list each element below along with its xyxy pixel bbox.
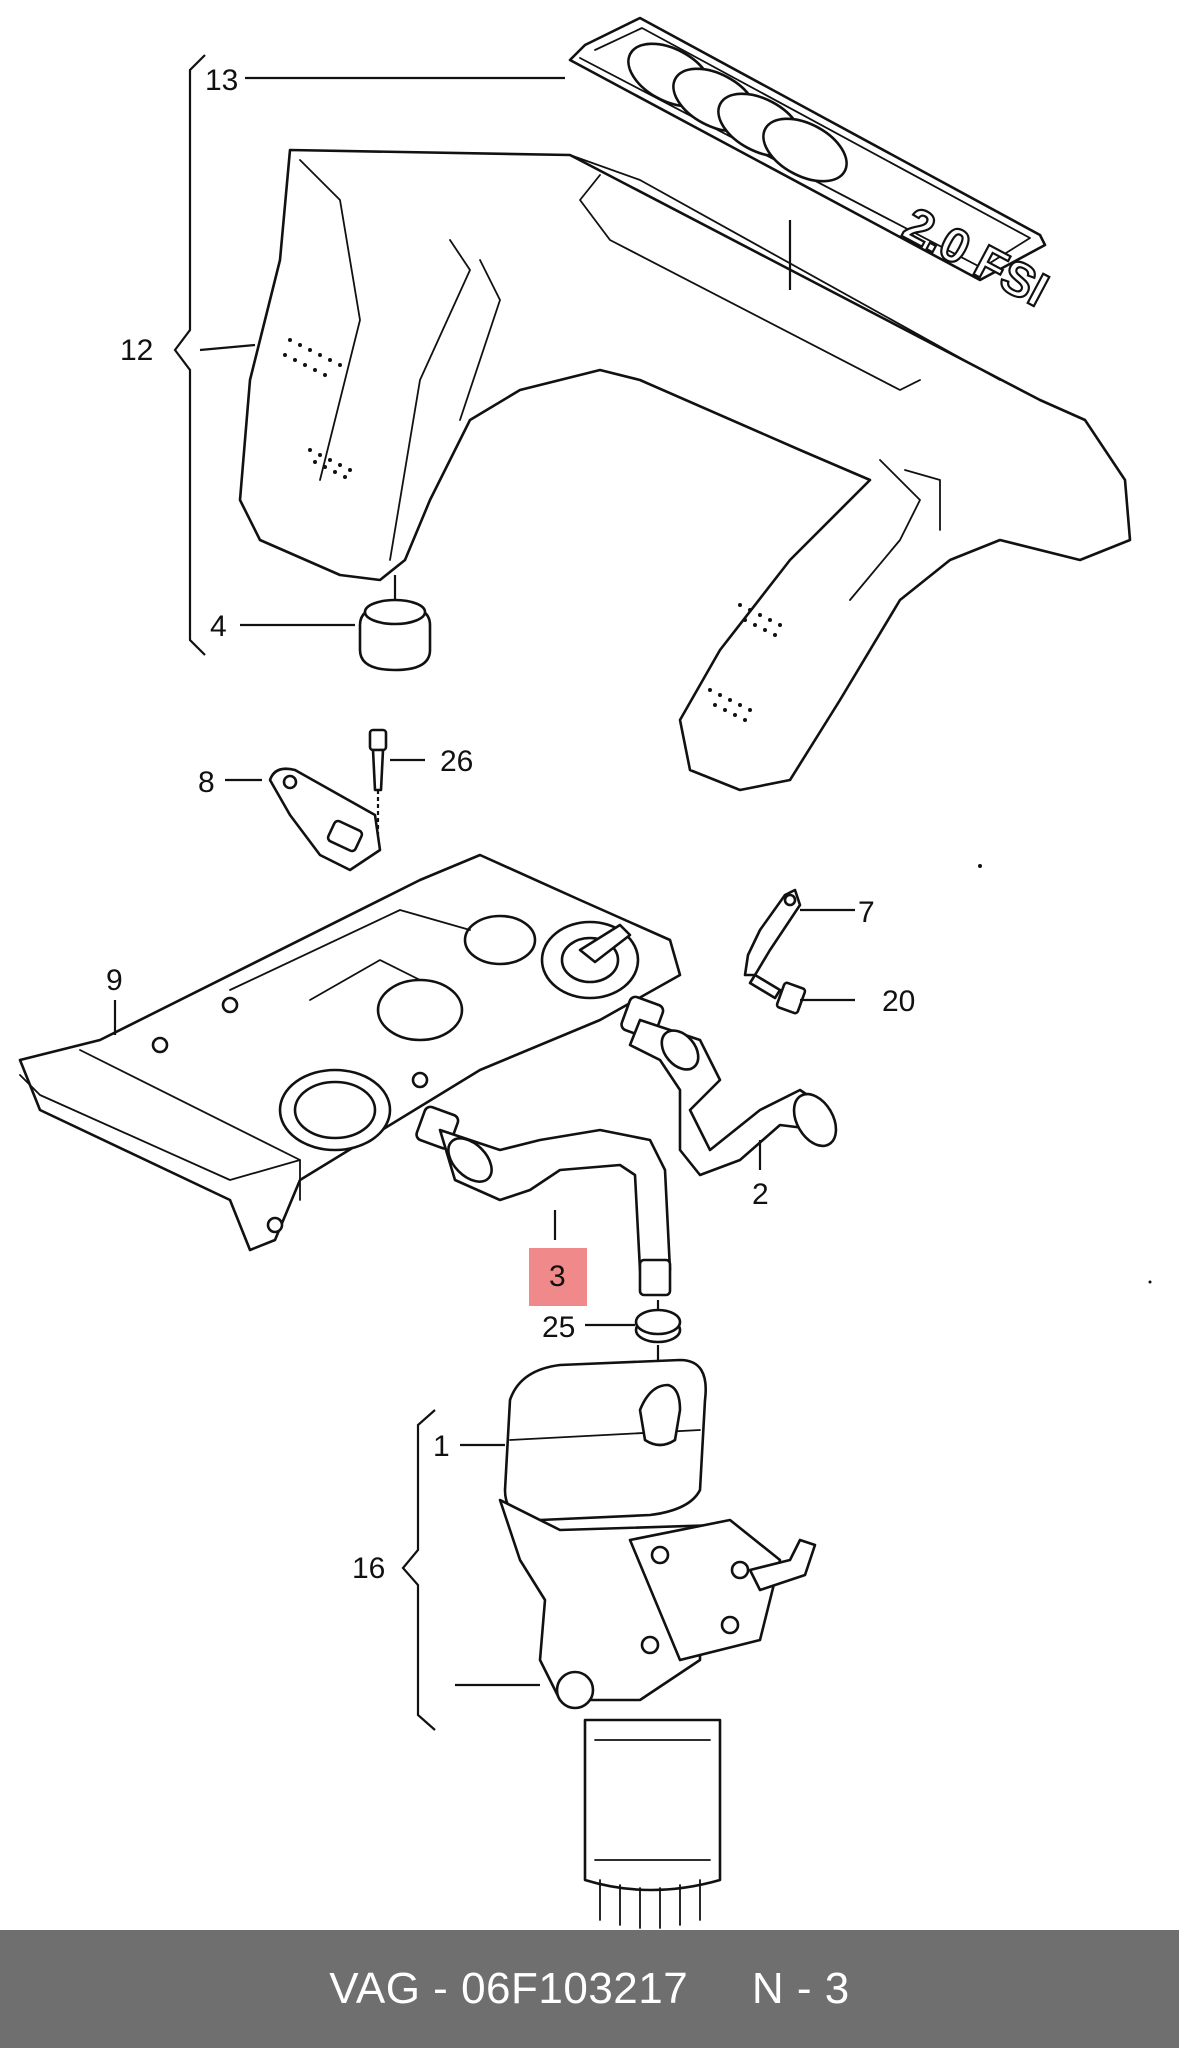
- texture-dots: [283, 338, 782, 722]
- four-rings-emblem: [627, 42, 848, 183]
- speck-mark: [978, 864, 982, 868]
- callout-12[interactable]: 12: [120, 334, 153, 367]
- bolt: [748, 973, 807, 1015]
- callout-3[interactable]: 3: [549, 1260, 566, 1293]
- callout-labels: 13 12 4 8 26 7 20 9 2 3 25 1 16: [106, 64, 915, 1585]
- hose-clamp: [634, 1300, 682, 1375]
- callout-26[interactable]: 26: [440, 745, 473, 778]
- callout-13[interactable]: 13: [205, 64, 238, 97]
- engine-cover: [238, 148, 1132, 792]
- valve-cover: [18, 853, 682, 1252]
- footer-separator: -: [420, 1964, 462, 2013]
- callout-25[interactable]: 25: [542, 1311, 575, 1344]
- highlight-box-3: [529, 1248, 587, 1306]
- footer-part-number: 06F103217: [461, 1964, 689, 2013]
- callout-16[interactable]: 16: [352, 1552, 385, 1585]
- bracket: [268, 767, 382, 872]
- footer-gap: [688, 1964, 752, 2014]
- screw: [368, 728, 388, 835]
- breather-hose-3: [438, 1128, 672, 1297]
- oil-filter-housing: [498, 1358, 817, 1929]
- leader-lines: [113, 54, 855, 1731]
- footer-brand: VAG: [329, 1964, 421, 2013]
- callout-20[interactable]: 20: [882, 985, 915, 1018]
- callout-4[interactable]: 4: [210, 610, 227, 643]
- grommet: [358, 575, 432, 672]
- clip-bracket: [743, 888, 802, 977]
- breather-hose-2: [628, 1018, 838, 1177]
- footer-bar: VAG - 06F103217 N - 3: [0, 1930, 1179, 2048]
- footer-position-ref: N - 3: [751, 1964, 850, 2013]
- speck-mark: [1148, 1280, 1152, 1284]
- callout-7[interactable]: 7: [858, 896, 875, 929]
- callout-9[interactable]: 9: [106, 964, 123, 997]
- callout-1[interactable]: 1: [433, 1430, 450, 1463]
- callout-8[interactable]: 8: [198, 766, 215, 799]
- parts-diagram: 2.0 FSI: [18, 16, 1152, 1929]
- callout-2[interactable]: 2: [752, 1178, 769, 1211]
